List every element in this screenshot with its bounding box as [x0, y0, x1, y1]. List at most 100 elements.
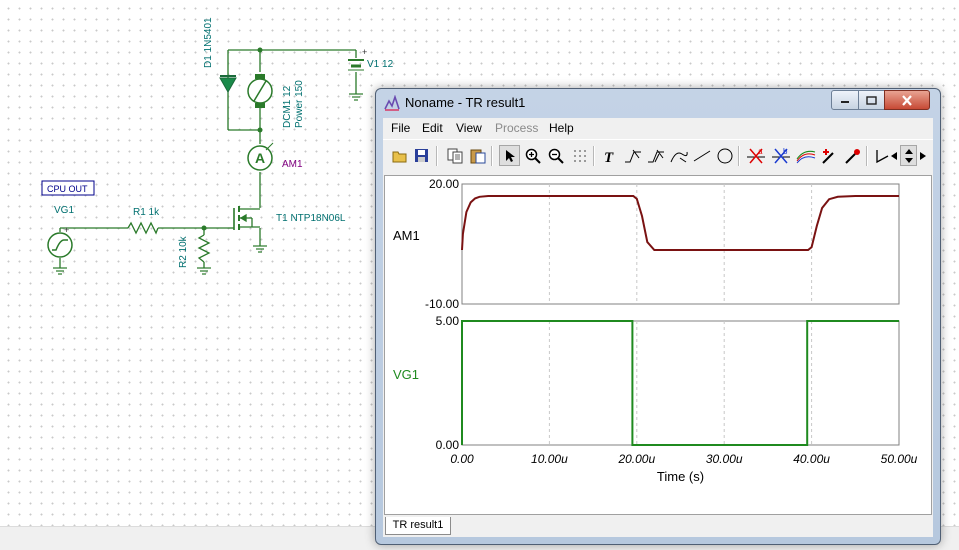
- tr-result-window[interactable]: Noname - TR result1 File Edit View Proce…: [375, 88, 941, 545]
- mosfet-t1[interactable]: [228, 206, 260, 230]
- scroll-updown-icon: [904, 148, 913, 163]
- svg-text:A: A: [255, 150, 265, 166]
- t1-label: T1 NTP18N06L: [276, 213, 346, 224]
- angle-button[interactable]: [871, 145, 892, 166]
- dcm1-label: DCM1 12: [282, 85, 293, 128]
- angle-icon: [875, 149, 888, 163]
- minimize-button[interactable]: [831, 90, 859, 110]
- vg1-axis-label: VG1: [393, 367, 419, 382]
- circle-button[interactable]: [714, 145, 735, 166]
- zoom-in-button[interactable]: [522, 145, 543, 166]
- open-button[interactable]: [389, 145, 410, 166]
- marker-button[interactable]: [819, 145, 840, 166]
- scroll-left-button[interactable]: [887, 145, 901, 166]
- resistor-r1[interactable]: [127, 221, 159, 235]
- pen-icon: [844, 148, 860, 164]
- x-tick-label: 40.00u: [793, 452, 830, 466]
- vg1-label: VG1: [54, 205, 74, 216]
- pointer-button[interactable]: [499, 145, 520, 166]
- circle-icon: [717, 148, 732, 163]
- curve-button[interactable]: [668, 145, 689, 166]
- maximize-icon: [866, 95, 877, 105]
- open-icon: [392, 151, 406, 162]
- am1-ytick-bottom: -10.00: [425, 297, 459, 311]
- am1-axis-label: AM1: [393, 228, 420, 243]
- result-tab-bar: TR result1: [383, 516, 933, 537]
- x-axis-label: Time (s): [657, 469, 704, 484]
- vg1-series-line: [461, 320, 899, 446]
- cursor-b-button[interactable]: [645, 145, 666, 166]
- x-tick-label: 0.00: [450, 452, 474, 466]
- menu-edit[interactable]: Edit: [422, 121, 443, 135]
- scroll-right-button[interactable]: [916, 145, 930, 166]
- cursor-blue-icon: b: [771, 147, 790, 163]
- scroll-left-icon: [891, 151, 897, 160]
- scroll-right-icon: [920, 151, 926, 160]
- menu-bar: File Edit View Process Help: [383, 118, 933, 138]
- save-button[interactable]: [411, 145, 432, 166]
- line-icon: [693, 150, 710, 161]
- menu-view[interactable]: View: [456, 121, 482, 135]
- dcm1-power-label: Power 150: [294, 80, 305, 128]
- close-icon: [902, 94, 912, 106]
- grid-button[interactable]: [569, 145, 590, 166]
- window-client: File Edit View Process Help: [383, 118, 933, 537]
- tab-tr-result1[interactable]: TR result1: [385, 517, 451, 535]
- cursor-a-icon: [624, 149, 641, 162]
- vg1-ytick-bottom: 0.00: [436, 438, 460, 452]
- zoom-in-icon: [525, 148, 541, 164]
- generator-vg1[interactable]: +: [47, 225, 73, 258]
- x-tick-label: 10.00u: [531, 452, 568, 466]
- menu-file[interactable]: File: [391, 121, 411, 135]
- paste-button[interactable]: [467, 145, 488, 166]
- minimize-icon: [841, 101, 849, 103]
- resistor-r2[interactable]: [197, 234, 211, 263]
- multi-curve-button[interactable]: [795, 145, 816, 166]
- svg-text:+: +: [362, 47, 367, 57]
- cpu-out-box[interactable]: [41, 180, 95, 196]
- r2-label: R2 10k: [178, 235, 189, 268]
- menu-process[interactable]: Process: [495, 121, 539, 135]
- save-icon: [415, 149, 428, 162]
- am1-plot-frame: [461, 183, 900, 305]
- battery-v1[interactable]: +: [348, 47, 367, 71]
- motor-dcm1[interactable]: [247, 74, 273, 108]
- close-button[interactable]: [884, 90, 930, 110]
- paste-icon: [470, 149, 485, 163]
- svg-text:a: a: [758, 147, 763, 156]
- d1-label: D1 1N5401: [203, 17, 214, 68]
- scroll-updown-button[interactable]: [900, 145, 917, 166]
- menu-help[interactable]: Help: [549, 121, 574, 135]
- r1-label: R1 1k: [133, 207, 160, 218]
- pen-button[interactable]: [842, 145, 863, 166]
- diode-d1[interactable]: [219, 75, 237, 94]
- line-button[interactable]: [691, 145, 712, 166]
- cursor-b-icon: [647, 149, 664, 162]
- multi-curve-icon: [796, 150, 815, 163]
- svg-text:+: +: [64, 225, 69, 235]
- am1-chart: 20.00 -10.00 AM1: [393, 177, 900, 311]
- cursor-red-button[interactable]: a: [745, 145, 766, 166]
- pointer-icon: [505, 149, 515, 162]
- am1-label: AM1: [282, 159, 303, 170]
- copy-button[interactable]: [444, 145, 465, 166]
- text-button[interactable]: T: [599, 145, 620, 166]
- cursor-blue-button[interactable]: b: [770, 145, 791, 166]
- zoom-out-button[interactable]: [545, 145, 566, 166]
- marker-icon: [821, 148, 834, 164]
- zoom-out-icon: [548, 148, 564, 164]
- maximize-button[interactable]: [858, 90, 885, 110]
- toolbar: T a b: [383, 139, 933, 174]
- x-tick-label: 50.00u: [881, 452, 918, 466]
- svg-text:b: b: [783, 147, 788, 156]
- window-titlebar[interactable]: Noname - TR result1: [376, 89, 940, 118]
- curve-icon: [670, 151, 688, 162]
- grid-icon: [573, 149, 586, 162]
- am1-series-line: [461, 195, 899, 251]
- ammeter-am1[interactable]: A: [247, 142, 274, 171]
- cursor-a-button[interactable]: [622, 145, 643, 166]
